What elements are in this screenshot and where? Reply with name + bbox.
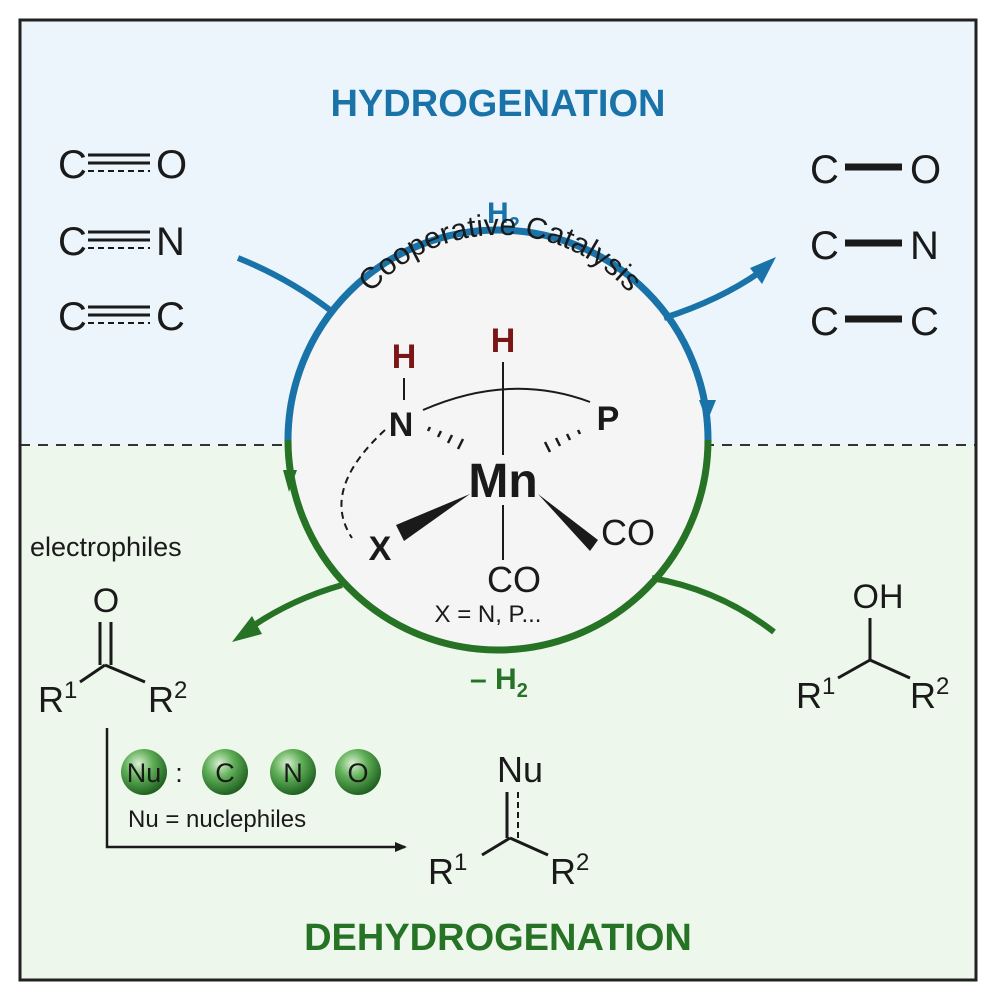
svg-text:C: C — [58, 220, 87, 264]
substrate-cc: C C — [58, 295, 185, 339]
svg-text:N: N — [156, 220, 185, 264]
alcohol-r1: R1 — [796, 673, 835, 716]
nucleophile-ball-n — [270, 749, 316, 795]
product-co: C O — [810, 148, 941, 192]
electrophile-out-arrowhead — [232, 616, 262, 642]
nucleophile-set: Nu : C N O Nu = nuclephiles — [121, 749, 381, 833]
svg-text:Nu: Nu — [127, 758, 162, 788]
nucleophile-ball-o — [335, 749, 381, 795]
hydrogenation-cycle-arc — [284, 226, 712, 441]
product-r1: R1 — [428, 849, 467, 892]
hydrogenation-title: HYDROGENATION — [331, 83, 666, 125]
figure-frame — [18, 18, 978, 982]
alcohol-substrate: OH R1 R2 — [796, 578, 949, 716]
nucleophile-ball-nu — [121, 749, 167, 795]
alcohol-r2: R2 — [910, 673, 949, 716]
substrate-co: C O — [58, 143, 187, 187]
svg-text:C: C — [810, 148, 839, 192]
mn-hydride-atom: H — [491, 322, 516, 360]
dehydrogenation-title: DEHYDROGENATION — [304, 917, 692, 959]
nucleophile-definition: Nu = nuclephiles — [128, 806, 306, 833]
h2-label: H2 — [487, 197, 520, 236]
product-r2: R2 — [550, 849, 589, 892]
svg-text:O: O — [93, 582, 119, 620]
dehydrogenation-cycle-arc — [284, 439, 712, 654]
alcohol-in-arrow — [651, 575, 776, 635]
svg-text:O: O — [347, 758, 368, 788]
condensed-product: Nu R1 R2 — [428, 749, 589, 892]
product-out-arrowhead — [750, 257, 776, 284]
n-hydrogen-atom: H — [392, 338, 417, 376]
svg-text:N: N — [283, 758, 303, 788]
electrophile-out-arrow — [248, 582, 343, 631]
condensation-arrow — [105, 728, 407, 852]
mn-pincer-complex: H H N P Mn X CO CO X = N, P... — [340, 322, 655, 628]
svg-text:C: C — [910, 300, 939, 344]
product-cn: C N — [810, 224, 939, 268]
substrate-in-arrow — [236, 255, 332, 313]
saturated-products: C O C N C C — [810, 148, 941, 344]
svg-text:Nu: Nu — [497, 749, 543, 790]
product-out-arrow — [663, 269, 762, 321]
minus-h2-label: – H2 — [470, 663, 528, 702]
svg-text:C: C — [58, 295, 87, 339]
substrate-cn: C N — [58, 220, 185, 264]
x-donor-atom: X — [369, 530, 392, 568]
ketone-electrophile: electrophiles O R1 R2 — [30, 532, 187, 720]
x-definition-label: X = N, P... — [435, 601, 542, 628]
svg-text:C: C — [58, 143, 87, 187]
cycle-arrowhead-green — [283, 470, 297, 492]
p-donor-atom: P — [597, 400, 620, 438]
n-donor-atom: N — [389, 406, 414, 444]
cycle-arrowhead-blue — [699, 400, 716, 422]
co-ligand-bottom: CO — [487, 559, 541, 600]
svg-text::: : — [175, 758, 183, 788]
svg-text:C: C — [215, 758, 235, 788]
svg-text:N: N — [910, 224, 939, 268]
svg-text:O: O — [156, 143, 187, 187]
svg-text:C: C — [156, 295, 185, 339]
svg-text:OH: OH — [853, 578, 904, 616]
svg-text:C: C — [810, 224, 839, 268]
ketone-r1: R1 — [38, 677, 77, 720]
svg-text:C: C — [810, 300, 839, 344]
product-cc: C C — [810, 300, 939, 344]
nucleophile-ball-c — [202, 749, 248, 795]
svg-text:O: O — [910, 148, 941, 192]
electrophiles-label: electrophiles — [30, 532, 182, 562]
unsaturated-substrates: C O C N C C — [58, 143, 187, 339]
co-ligand-right: CO — [601, 512, 655, 553]
catalyst-circle — [288, 230, 708, 650]
mn-center-atom: Mn — [468, 455, 537, 508]
ketone-r2: R2 — [148, 677, 187, 720]
